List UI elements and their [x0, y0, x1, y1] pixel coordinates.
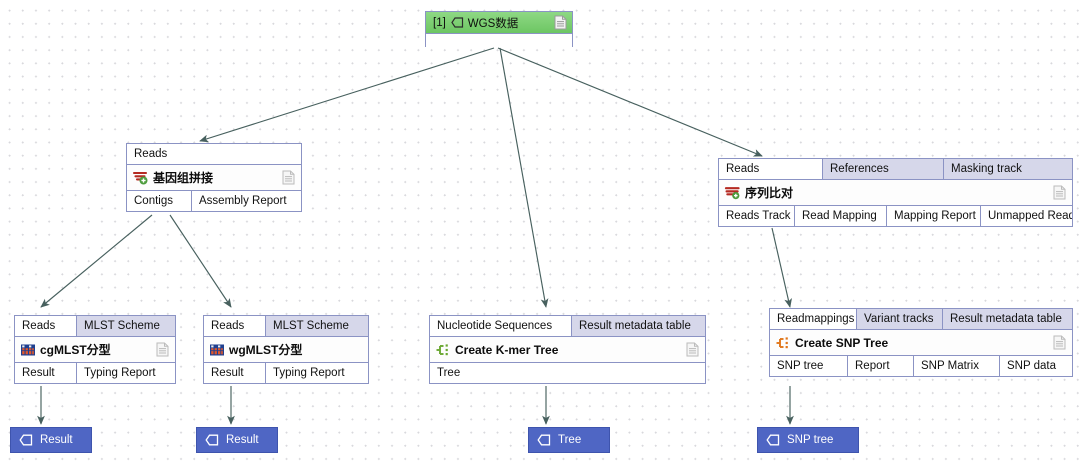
port-out-mapping-report[interactable]: Mapping Report — [887, 205, 981, 226]
node-kmer-tree-outputs: Tree — [430, 362, 705, 383]
node-assembly[interactable]: Reads 基因组拼接 — [126, 143, 302, 212]
port-in-mlst-scheme[interactable]: MLST Scheme — [77, 316, 175, 337]
node-cgmlst-inputs: Reads MLST Scheme — [15, 316, 175, 337]
node-assembly-outputs: Contigs Assembly Report — [127, 190, 301, 211]
node-wgs-data-title: WGS数据 — [467, 17, 519, 30]
port-out-unmapped-reads[interactable]: Unmapped Reads — [981, 205, 1072, 226]
node-kmer-tree-inputs: Nucleotide Sequences Result metadata tab… — [430, 316, 705, 337]
node-kmer-tree-title: Create K-mer Tree — [455, 342, 559, 357]
node-snp-tree-inputs: Readmappings Variant tracks Result metad… — [770, 309, 1072, 330]
port-in-mlst-scheme[interactable]: MLST Scheme — [266, 316, 368, 337]
node-kmer-tree[interactable]: Nucleotide Sequences Result metadata tab… — [429, 315, 706, 384]
tree-green-icon — [435, 343, 451, 357]
node-wgmlst-outputs: Result Typing Report — [204, 362, 368, 383]
output-node-snp-tree[interactable]: SNP tree — [757, 427, 859, 453]
node-wgs-data-footer — [426, 34, 572, 47]
document-icon[interactable] — [554, 15, 567, 30]
node-read-mapping[interactable]: Reads References Masking track — [718, 158, 1073, 227]
port-in-masking-track[interactable]: Masking track — [944, 159, 1072, 180]
port-in-reads[interactable]: Reads — [15, 316, 77, 337]
port-out-result[interactable]: Result — [15, 362, 77, 383]
document-icon[interactable] — [1053, 335, 1066, 350]
node-wgmlst[interactable]: Reads MLST Scheme — [203, 315, 369, 384]
node-snp-tree-outputs: SNP tree Report SNP Matrix SNP data — [770, 355, 1072, 376]
document-icon[interactable] — [1053, 185, 1066, 200]
node-read-mapping-body[interactable]: 序列比对 — [719, 180, 1072, 205]
port-out-snp-matrix[interactable]: SNP Matrix — [914, 355, 1000, 376]
data-pentagon-icon — [451, 17, 464, 28]
output-node-result-cgmlst[interactable]: Result — [10, 427, 92, 453]
port-in-readmappings[interactable]: Readmappings — [770, 309, 857, 330]
port-out-result[interactable]: Result — [204, 362, 266, 383]
port-in-reads[interactable]: Reads — [127, 144, 301, 165]
output-pentagon-icon — [766, 434, 780, 446]
port-in-nucleotide-sequences[interactable]: Nucleotide Sequences — [430, 316, 572, 337]
output-node-result-wgmlst[interactable]: Result — [196, 427, 278, 453]
node-cgmlst-title: cgMLST分型 — [40, 343, 111, 357]
port-out-snp-data[interactable]: SNP data — [1000, 355, 1072, 376]
port-in-reads[interactable]: Reads — [204, 316, 266, 337]
document-icon[interactable] — [282, 170, 295, 185]
port-out-assembly-report[interactable]: Assembly Report — [192, 190, 301, 211]
node-wgs-data-header[interactable]: [1] WGS数据 — [426, 12, 572, 34]
port-in-references[interactable]: References — [823, 159, 944, 180]
node-cgmlst-outputs: Result Typing Report — [15, 362, 175, 383]
output-node-tree[interactable]: Tree — [528, 427, 610, 453]
port-in-variant-tracks[interactable]: Variant tracks — [857, 309, 943, 330]
node-read-mapping-outputs: Reads Track Read Mapping Mapping Report … — [719, 205, 1072, 226]
tree-orange-icon — [775, 336, 791, 350]
port-out-typing-report[interactable]: Typing Report — [266, 362, 368, 383]
node-read-mapping-title: 序列比对 — [745, 186, 794, 200]
output-node-label: SNP tree — [787, 434, 834, 446]
output-pentagon-icon — [537, 434, 551, 446]
port-out-contigs[interactable]: Contigs — [127, 190, 192, 211]
node-kmer-tree-body[interactable]: Create K-mer Tree — [430, 337, 705, 362]
node-wgmlst-title: wgMLST分型 — [229, 343, 303, 357]
node-wgmlst-body[interactable]: wgMLST分型 — [204, 337, 368, 362]
read-mapping-icon — [724, 185, 741, 200]
node-snp-tree[interactable]: Readmappings Variant tracks Result metad… — [769, 308, 1073, 377]
node-assembly-inputs: Reads — [127, 144, 301, 165]
port-out-report[interactable]: Report — [848, 355, 914, 376]
port-in-reads[interactable]: Reads — [719, 159, 823, 180]
node-assembly-body[interactable]: 基因组拼接 — [127, 165, 301, 190]
port-out-typing-report[interactable]: Typing Report — [77, 362, 175, 383]
output-node-label: Result — [226, 434, 259, 446]
port-in-result-metadata-table[interactable]: Result metadata table — [572, 316, 705, 337]
node-cgmlst[interactable]: Reads MLST Scheme — [14, 315, 176, 384]
port-in-result-metadata-table[interactable]: Result metadata table — [943, 309, 1072, 330]
node-read-mapping-inputs: Reads References Masking track — [719, 159, 1072, 180]
output-pentagon-icon — [205, 434, 219, 446]
document-icon[interactable] — [156, 342, 169, 357]
output-node-label: Result — [40, 434, 73, 446]
output-pentagon-icon — [19, 434, 33, 446]
node-index-label: [1] — [433, 16, 446, 29]
mlst-grid-icon — [209, 343, 225, 357]
output-node-label: Tree — [558, 434, 582, 446]
port-out-tree[interactable]: Tree — [430, 362, 705, 383]
node-wgs-data[interactable]: [1] WGS数据 — [425, 11, 573, 47]
node-snp-tree-title: Create SNP Tree — [795, 335, 889, 350]
port-out-read-mapping[interactable]: Read Mapping — [795, 205, 887, 226]
node-wgmlst-inputs: Reads MLST Scheme — [204, 316, 368, 337]
port-out-reads-track[interactable]: Reads Track — [719, 205, 795, 226]
assembly-icon — [132, 170, 149, 185]
node-assembly-title: 基因组拼接 — [153, 171, 214, 185]
node-snp-tree-body[interactable]: Create SNP Tree — [770, 330, 1072, 355]
mlst-grid-icon — [20, 343, 36, 357]
port-out-snp-tree[interactable]: SNP tree — [770, 355, 848, 376]
node-cgmlst-body[interactable]: cgMLST分型 — [15, 337, 175, 362]
document-icon[interactable] — [686, 342, 699, 357]
